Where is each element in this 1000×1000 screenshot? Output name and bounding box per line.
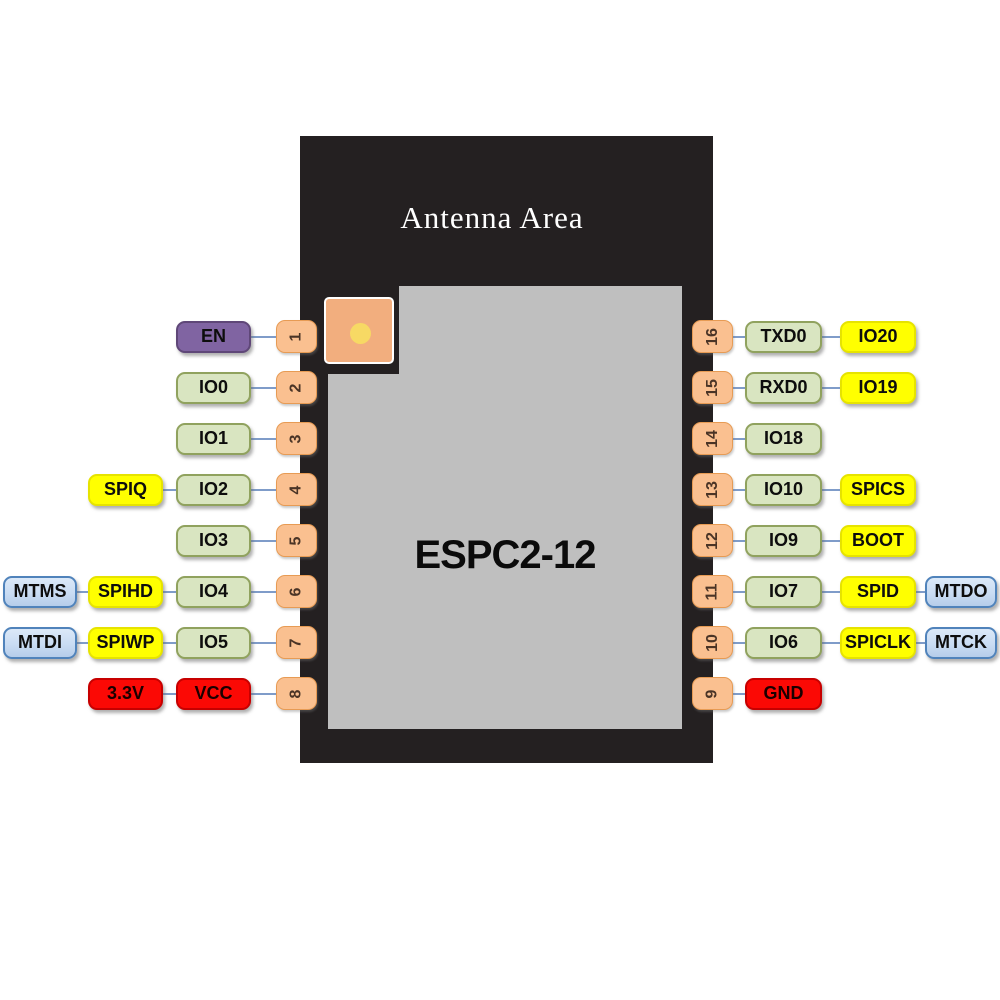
pin-label-SPID: SPID [840,575,916,608]
pin-label-SPIQ: SPIQ [88,473,163,506]
connector-line [40,590,296,593]
pin-label-SPICLK: SPICLK [840,626,916,659]
connector-line [213,386,296,389]
pin-number-11: 11 [703,583,721,600]
pin-label-VCC: VCC [176,677,251,710]
pin-label-IO6: IO6 [745,626,822,659]
pin-label-MTMS: MTMS [3,575,77,608]
pin-pad-9: 9 [692,677,733,710]
pin-pad-8: 8 [276,677,317,710]
pin-label-SPIHD: SPIHD [88,575,163,608]
pin1-indicator-pad [324,297,394,364]
pin-label-IO4: IO4 [176,575,251,608]
pin-label-IO7: IO7 [745,575,822,608]
pin-pad-1: 1 [276,320,317,353]
pin-pad-11: 11 [692,575,733,608]
pin-number-12: 12 [703,531,721,550]
pin-label-IO9: IO9 [745,524,822,557]
pin-pad-2: 2 [276,371,317,404]
pin-number-16: 16 [703,327,721,346]
pin-pad-5: 5 [276,524,317,557]
pin-number-10: 10 [703,633,721,652]
connector-line [714,590,961,593]
pin-number-4: 4 [287,485,305,494]
pin-pad-14: 14 [692,422,733,455]
pin-pad-16: 16 [692,320,733,353]
connector-line [213,539,296,542]
pin-pad-10: 10 [692,626,733,659]
pin-pad-15: 15 [692,371,733,404]
pin-number-14: 14 [703,429,721,448]
pin-number-3: 3 [287,434,305,443]
pin-pad-4: 4 [276,473,317,506]
pin-label-GND: GND [745,677,822,710]
pin-label-3.3V: 3.3V [88,677,163,710]
pin-label-IO3: IO3 [176,524,251,557]
pin-pad-13: 13 [692,473,733,506]
pin-label-IO20: IO20 [840,320,916,353]
pin1-indicator-dot [350,323,371,344]
connector-line [714,641,961,644]
pin-number-13: 13 [703,480,721,499]
shield-plate-top [399,286,682,376]
pin-number-1: 1 [287,332,305,341]
pin-label-IO2: IO2 [176,473,251,506]
pin-label-IO10: IO10 [745,473,822,506]
shield-plate-main [328,374,682,729]
pin-number-5: 5 [287,536,305,545]
pin-label-IO1: IO1 [176,422,251,455]
pin-label-IO19: IO19 [840,371,916,404]
pin-label-SPICS: SPICS [840,473,916,506]
pin-pad-6: 6 [276,575,317,608]
pin-number-2: 2 [287,383,305,392]
connector-line [213,335,296,338]
antenna-area-label: Antenna Area [400,200,584,235]
chip-name-label: ESPC2-12 [414,533,597,577]
pin-label-MTCK: MTCK [925,626,997,659]
pin-label-MTDO: MTDO [925,575,997,608]
pin-label-MTDI: MTDI [3,626,77,659]
pin-label-TXD0: TXD0 [745,320,822,353]
pin-label-IO0: IO0 [176,371,251,404]
connector-line [40,641,296,644]
pin-number-7: 7 [287,638,305,647]
pin-label-EN: EN [176,320,251,353]
pin-number-15: 15 [703,378,721,397]
connector-line [213,437,296,440]
pin-label-IO5: IO5 [176,626,251,659]
pin-number-8: 8 [287,689,305,698]
pin-label-RXD0: RXD0 [745,371,822,404]
pin-number-9: 9 [703,689,721,698]
pin-number-6: 6 [287,587,305,596]
pin-label-SPIWP: SPIWP [88,626,163,659]
pin-label-BOOT: BOOT [840,524,916,557]
pin-label-IO18: IO18 [745,422,822,455]
pin-pad-12: 12 [692,524,733,557]
pin-pad-3: 3 [276,422,317,455]
pin-pad-7: 7 [276,626,317,659]
